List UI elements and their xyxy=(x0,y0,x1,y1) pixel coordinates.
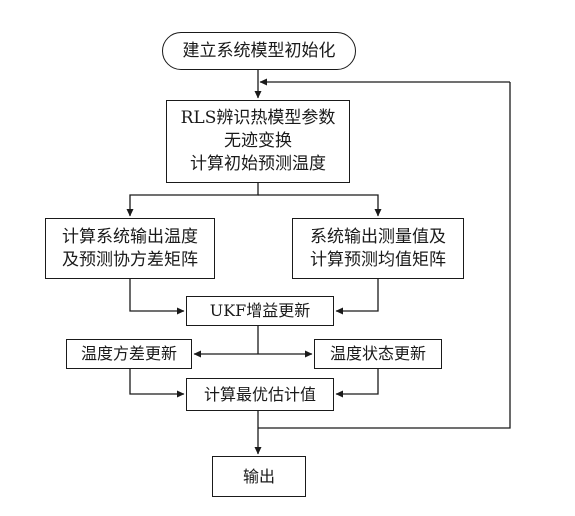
right-predict-to-gain xyxy=(335,279,379,315)
start-node: 建立系统模型初始化 xyxy=(162,32,356,70)
optimal-estimate-label: 计算最优估计值 xyxy=(203,384,316,404)
start-label: 建立系统模型初始化 xyxy=(182,41,336,61)
right-predict-line-2: 计算预测均值矩阵 xyxy=(310,249,446,270)
state-to-estimate xyxy=(335,369,379,398)
loop-back-line xyxy=(258,82,511,429)
left-predict-line-2: 及预测协方差矩阵 xyxy=(62,249,198,270)
gain-update-label: UKF增益更新 xyxy=(209,301,311,320)
left-predict-block: 计算系统输出温度 及预测协方差矩阵 xyxy=(45,218,215,279)
left-predict-line-1: 计算系统输出温度 xyxy=(62,226,198,247)
init-line-1: RLS辨识热模型参数 xyxy=(180,108,336,128)
init-line-2: 无迹变换 xyxy=(224,131,292,151)
state-update-label: 温度状态更新 xyxy=(329,344,426,363)
variance-update-label: 温度方差更新 xyxy=(80,344,177,363)
variance-to-estimate xyxy=(129,369,185,398)
optimal-estimate-node: 计算最优估计值 xyxy=(186,378,334,411)
variance-update-node: 温度方差更新 xyxy=(66,339,192,369)
init-split-line xyxy=(126,183,259,217)
init-split-line-right xyxy=(258,194,382,217)
right-predict-line-1: 系统输出测量值及 xyxy=(310,226,446,247)
init-line-3: 计算初始预测温度 xyxy=(190,154,326,174)
output-node: 输出 xyxy=(212,456,306,497)
gain-update-node: UKF增益更新 xyxy=(186,296,334,326)
init-block: RLS辨识热模型参数 无迹变换 计算初始预测温度 xyxy=(166,100,350,183)
left-predict-to-gain xyxy=(129,279,185,315)
right-predict-block: 系统输出测量值及 计算预测均值矩阵 xyxy=(292,218,464,279)
output-label: 输出 xyxy=(242,466,275,486)
state-update-node: 温度状态更新 xyxy=(314,339,442,369)
